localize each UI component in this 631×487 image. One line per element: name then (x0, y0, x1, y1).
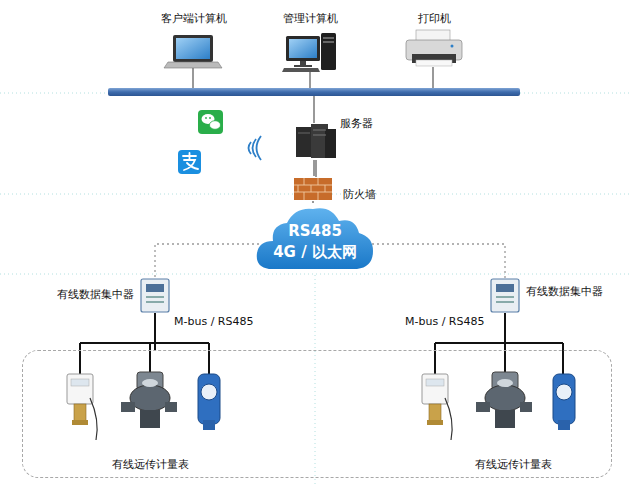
wireless-icon (249, 136, 262, 160)
wechat-icon (198, 110, 223, 134)
desktop-icon (282, 33, 336, 72)
connector (504, 313, 506, 350)
node-label: 客户端计算机 (161, 12, 227, 25)
network-cloud: RS485 4G / 以太网 (255, 203, 375, 273)
connector (154, 313, 156, 350)
node-label: 管理计算机 (283, 12, 338, 25)
node-label: 有线数据集中器 (57, 288, 134, 301)
laptop-icon (164, 35, 222, 68)
meter-group-box: 有线远传计量表 有线远传计量表 (22, 350, 612, 478)
device-node: 服务器 (294, 123, 338, 160)
node-label: 有线远传计量表 (112, 458, 189, 471)
device-node: 管理计算机 (282, 31, 338, 73)
node-label: 有线远传计量表 (475, 458, 552, 471)
device-node: 打印机 (405, 28, 463, 68)
node-label: 打印机 (418, 12, 451, 25)
edge-label: M-bus / RS485 (403, 315, 486, 328)
cloud-label: 4G / 以太网 (273, 243, 357, 261)
node-label: 防火墙 (343, 188, 376, 201)
meter-group (422, 372, 575, 440)
alipay-icon (178, 150, 201, 174)
cloud-label: RS485 (288, 222, 342, 240)
device-node: 有线数据集中器 (490, 278, 520, 313)
connector (372, 244, 505, 278)
device-node: 防火墙 (293, 177, 333, 201)
node-label: 有线数据集中器 (526, 285, 603, 298)
concentrator-icon (141, 279, 169, 312)
meter-wires (80, 343, 563, 374)
concentrator-icon (491, 279, 519, 312)
printer-icon (406, 30, 462, 66)
connector (312, 201, 313, 203)
guide-lines (0, 93, 631, 487)
firewall-icon (294, 178, 332, 200)
server-icon (296, 124, 336, 158)
network-bus (108, 88, 520, 96)
connector (155, 244, 259, 278)
device-node: 客户端计算机 (166, 31, 222, 71)
node-label: 服务器 (340, 117, 373, 130)
server-stand (313, 160, 314, 176)
device-node: 有线数据集中器 (140, 278, 170, 313)
meter-group (67, 372, 220, 440)
edge-label: M-bus / RS485 (172, 315, 255, 328)
meters (67, 372, 575, 440)
connector (315, 160, 316, 177)
